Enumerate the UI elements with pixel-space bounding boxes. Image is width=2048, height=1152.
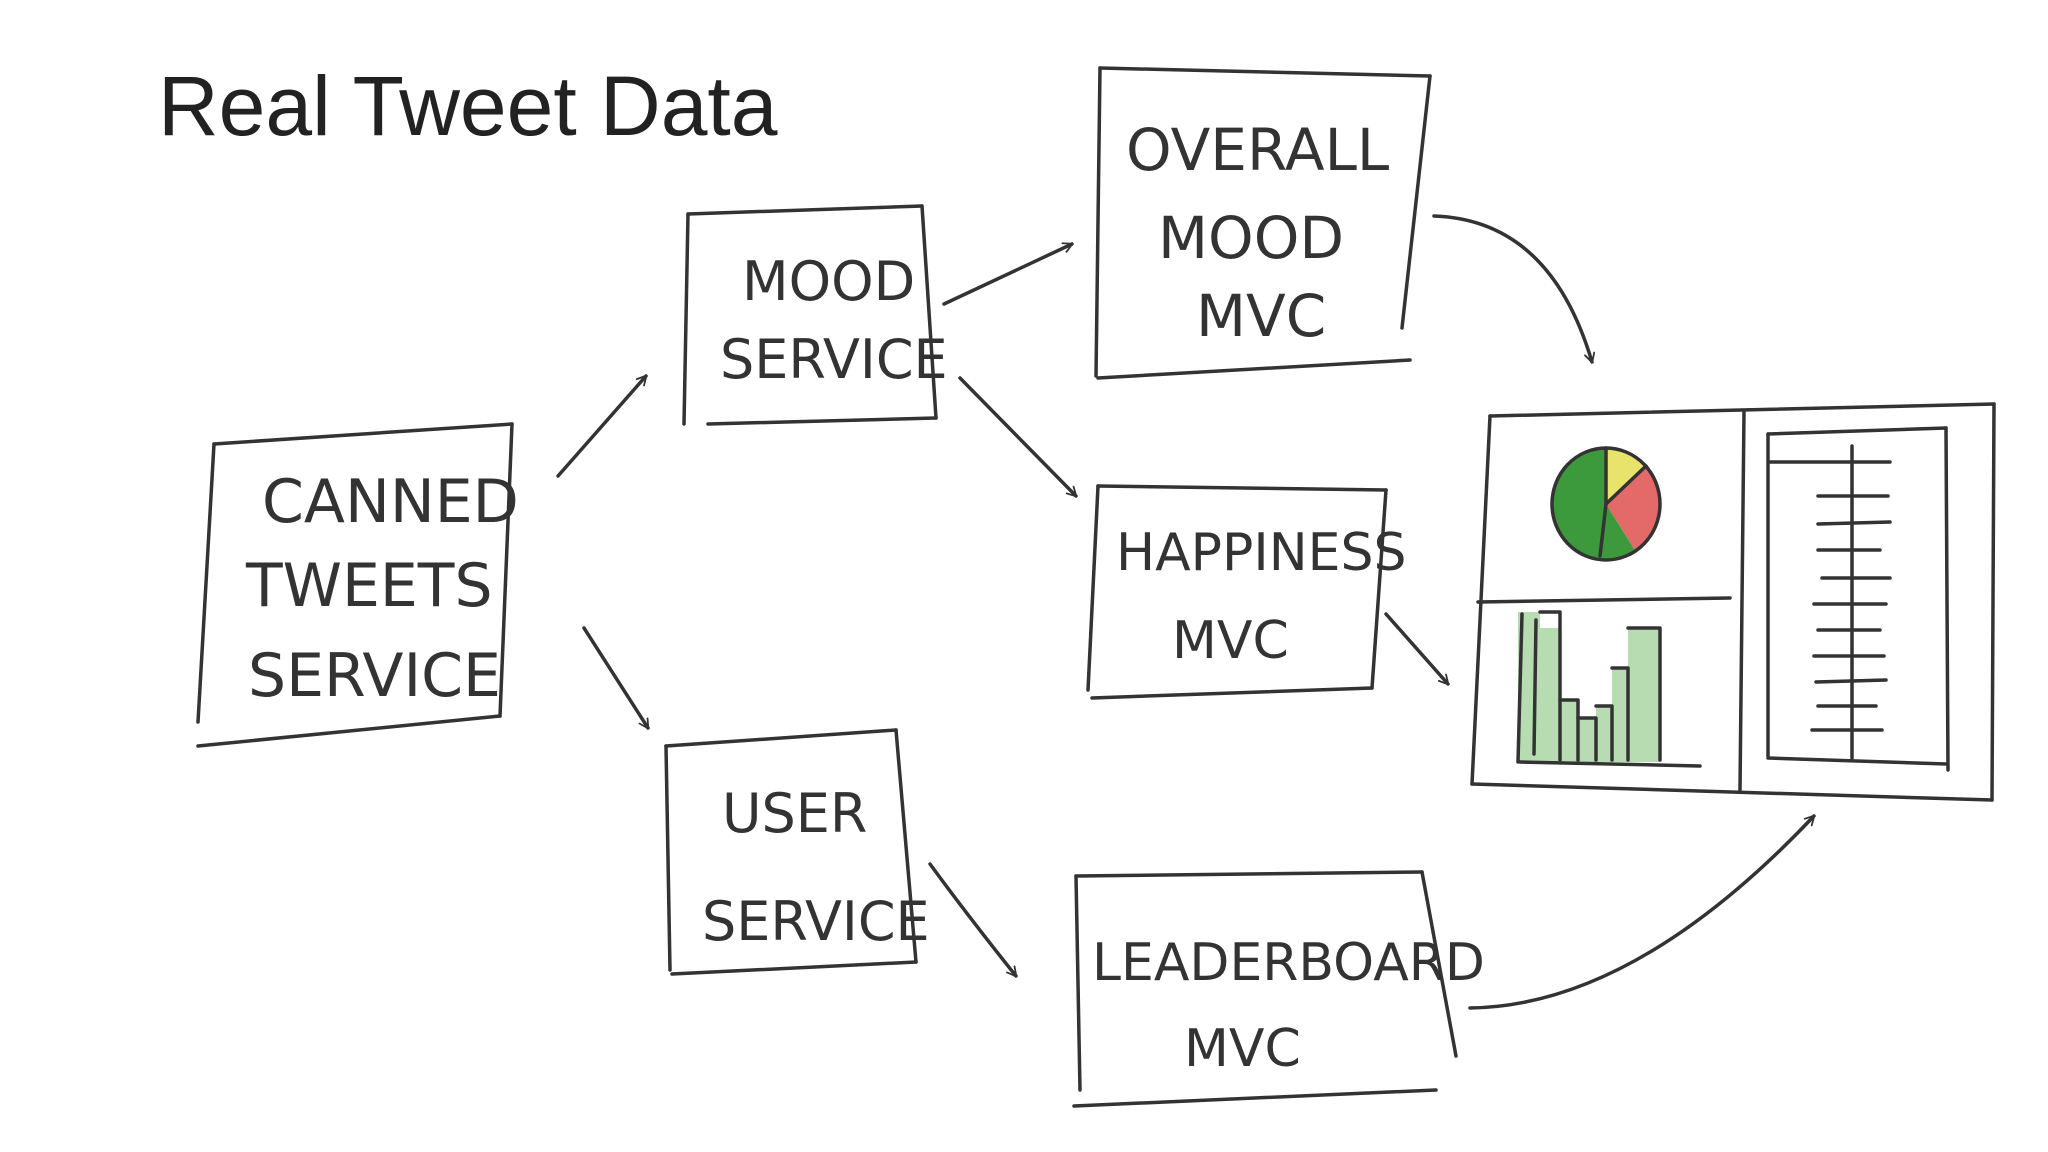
dashboard-frame-right [1990,402,1996,802]
user-service-label-line-1: USER [722,782,867,845]
mood-service-label-line-1: MOOD [742,250,915,313]
overall-mood-label-line-3: MVC [1196,282,1326,350]
arrow-happiness-to-dashboard [1384,612,1450,686]
arrow-canned-to-user [582,626,650,730]
happiness-mvc-box: HAPPINESS MVC [1086,484,1407,700]
arrow-overall-to-dashboard [1432,214,1596,364]
dashboard-frame-left [1470,414,1492,786]
canned-tweets-label-line-2: TWEETS [245,551,493,621]
overall-mood-label-line-2: MOOD [1158,204,1344,272]
pie-chart-sketch [1550,446,1662,562]
arrow-user-to-leaderboard [928,862,1018,978]
arrow-mood-to-happiness [958,376,1078,498]
canned-tweets-label-line-1: CANNED [262,467,519,537]
happiness-label-line-1: HAPPINESS [1116,523,1407,583]
dashboard-sketch [1470,402,1996,802]
leaderboard-mvc-box: LEADERBOARD MVC [1072,870,1485,1108]
page-title: Real Tweet Data [158,59,778,153]
user-service-box: USER SERVICE [664,728,930,976]
dashboard-frame-top [1488,402,1996,418]
overall-mood-mvc-box: OVERALL MOOD MVC [1094,66,1432,380]
dashboard-frame-bottom [1470,782,1994,802]
list-sketch [1766,426,1950,772]
overall-mood-label-line-1: OVERALL [1126,116,1389,184]
leaderboard-label-line-1: LEADERBOARD [1092,933,1485,993]
arrow-canned-to-mood [556,374,648,478]
bar-chart-sketch [1516,610,1702,768]
mood-service-box: MOOD SERVICE [682,204,948,426]
dashboard-divider-vertical [1738,410,1746,792]
mood-service-label-line-2: SERVICE [720,328,948,391]
dashboard-divider-horizontal [1476,596,1732,604]
happiness-label-line-2: MVC [1172,611,1289,671]
canned-tweets-service-box: CANNED TWEETS SERVICE [196,422,519,748]
canned-tweets-label-line-3: SERVICE [248,641,501,711]
leaderboard-label-line-2: MVC [1184,1019,1301,1079]
user-service-label-line-2: SERVICE [702,890,930,953]
arrow-leaderboard-to-dashboard [1468,814,1816,1010]
arrow-mood-to-overall [942,242,1074,306]
